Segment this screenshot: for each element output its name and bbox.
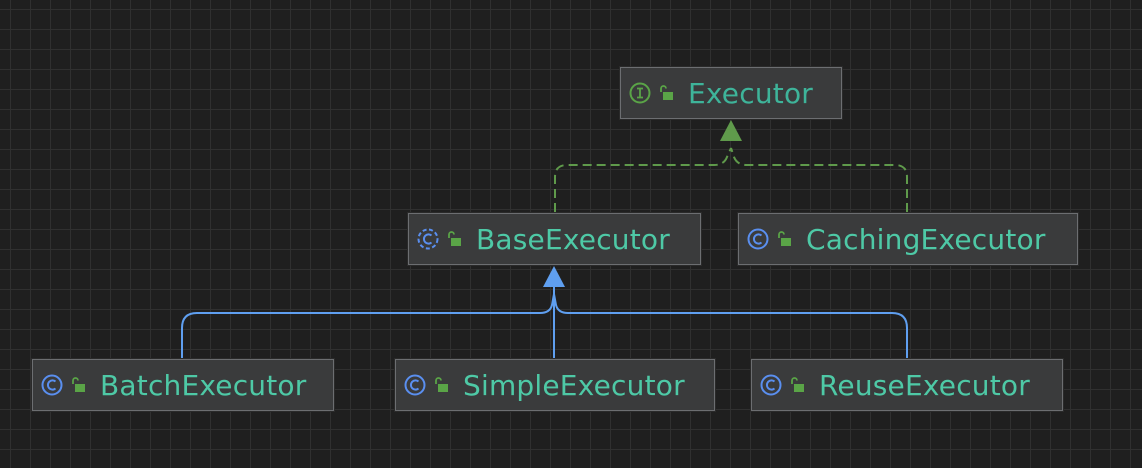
node-reuseexecutor[interactable]: ReuseExecutor (751, 359, 1063, 411)
node-cachingexecutor[interactable]: CachingExecutor (738, 213, 1078, 265)
node-batchexecutor[interactable]: BatchExecutor (32, 359, 334, 411)
interface-icon (629, 82, 651, 104)
public-lock-icon (72, 377, 85, 392)
edge-baseexecutor-implements-executor (554, 147, 732, 212)
class-icon (41, 374, 63, 396)
class-icon (747, 228, 769, 250)
public-lock-icon (660, 85, 673, 100)
implements-arrowhead (720, 120, 742, 141)
class-icon (760, 374, 782, 396)
abstract-class-icon (417, 228, 439, 250)
node-label: BaseExecutor (476, 222, 670, 256)
node-label: SimpleExecutor (463, 368, 685, 402)
node-label: ReuseExecutor (819, 368, 1030, 402)
node-label: CachingExecutor (806, 222, 1046, 256)
node-simpleexecutor[interactable]: SimpleExecutor (395, 359, 715, 411)
extends-arrowhead (543, 266, 565, 287)
public-lock-icon (435, 377, 448, 392)
node-executor[interactable]: Executor (620, 67, 842, 119)
node-label: BatchExecutor (100, 368, 307, 402)
edge-batchexecutor-extends-baseexecutor (181, 293, 555, 358)
public-lock-icon (791, 377, 804, 392)
public-lock-icon (778, 231, 791, 246)
node-label: Executor (688, 76, 813, 110)
node-baseexecutor[interactable]: BaseExecutor (408, 213, 701, 265)
edge-cachingexecutor-implements-executor (730, 147, 908, 212)
edge-reuseexecutor-extends-baseexecutor (553, 293, 908, 358)
public-lock-icon (448, 231, 461, 246)
class-icon (404, 374, 426, 396)
